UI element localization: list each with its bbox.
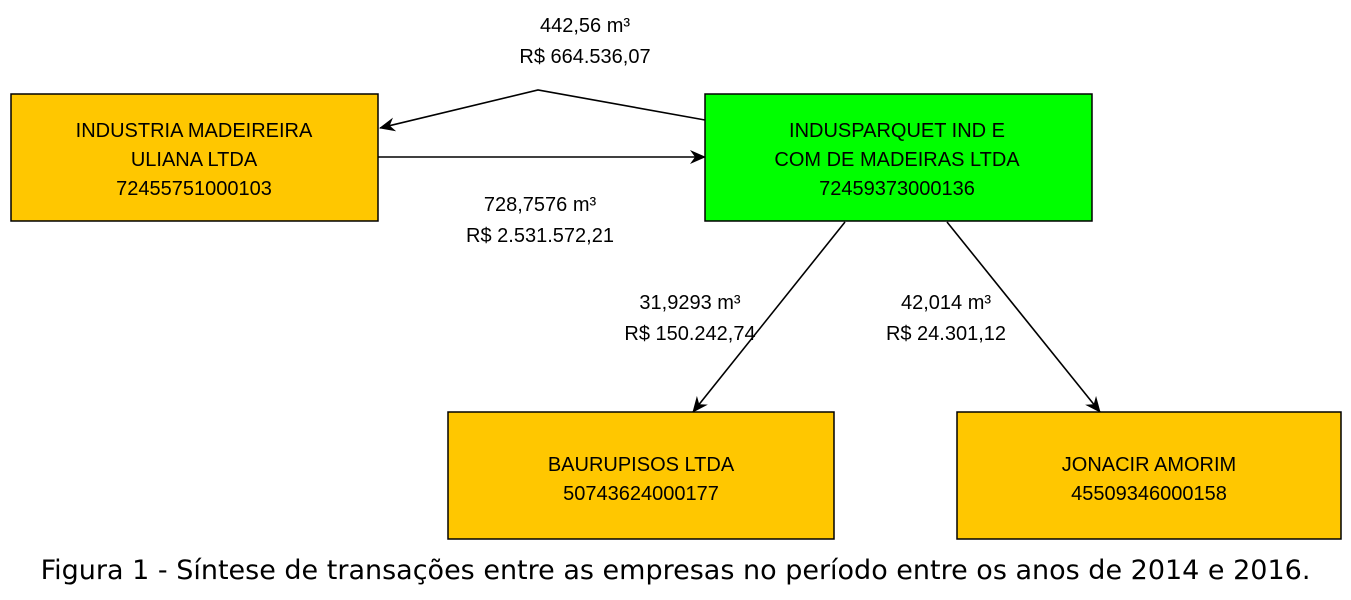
- edge-line: [692, 221, 846, 413]
- edge-volume-label: 42,014 m³: [901, 292, 991, 314]
- edge-value-label: R$ 150.242,74: [624, 323, 755, 345]
- node-cnpj: 45509346000158: [1071, 483, 1227, 505]
- edge-line: [946, 221, 1101, 413]
- node-box: [447, 411, 835, 540]
- edge-volume-label: 31,9293 m³: [639, 292, 741, 314]
- edge-uliana-to-indusparquet: 728,7576 m³ R$ 2.531.572,21: [378, 150, 706, 247]
- node-box: [10, 93, 379, 222]
- node-box: [956, 411, 1342, 540]
- node-uliana: INDUSTRIA MADEIREIRA ULIANA LTDA 7245575…: [10, 93, 379, 222]
- edge-indusparquet-to-jonacir: 42,014 m³ R$ 24.301,12: [886, 221, 1101, 413]
- node-name-line-1: INDUSPARQUET IND E: [789, 120, 1005, 142]
- node-name-line-2: ULIANA LTDA: [131, 149, 258, 171]
- node-box: [704, 93, 1093, 222]
- figure-caption: Figura 1 - Síntese de transações entre a…: [40, 555, 1311, 586]
- edge-indusparquet-to-uliana: 442,56 m³ R$ 664.536,07: [379, 15, 706, 132]
- node-cnpj: 50743624000177: [563, 483, 719, 505]
- node-name-line-2: COM DE MADEIRAS LTDA: [774, 149, 1020, 171]
- node-jonacir: JONACIR AMORIM 45509346000158: [956, 411, 1342, 540]
- node-name-line-1: INDUSTRIA MADEIREIRA: [76, 120, 313, 142]
- edge-value-label: R$ 24.301,12: [886, 323, 1006, 345]
- node-baurupisos: BAURUPISOS LTDA 50743624000177: [447, 411, 835, 540]
- edge-value-label: R$ 664.536,07: [519, 46, 650, 68]
- edge-line: [379, 89, 706, 132]
- edge-indusparquet-to-baurupisos: 31,9293 m³ R$ 150.242,74: [624, 221, 846, 413]
- edge-volume-label: 728,7576 m³: [484, 194, 597, 216]
- edge-value-label: R$ 2.531.572,21: [466, 225, 614, 247]
- node-cnpj: 72459373000136: [819, 178, 975, 200]
- transaction-diagram: 442,56 m³ R$ 664.536,07 728,7576 m³ R$ 2…: [10, 15, 1342, 540]
- node-indusparquet: INDUSPARQUET IND E COM DE MADEIRAS LTDA …: [704, 93, 1093, 222]
- edge-volume-label: 442,56 m³: [540, 15, 630, 37]
- node-cnpj: 72455751000103: [116, 178, 272, 200]
- node-name: JONACIR AMORIM: [1062, 454, 1236, 476]
- node-name: BAURUPISOS LTDA: [548, 454, 735, 476]
